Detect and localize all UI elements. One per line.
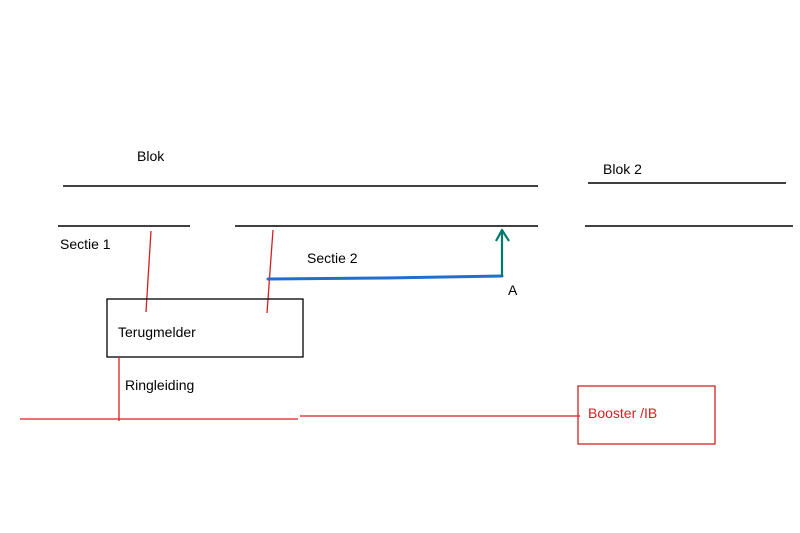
label-sectie1: Sectie 1 (60, 236, 111, 252)
sectie2-feedback-wire (266, 229, 274, 314)
label-sectie2: Sectie 2 (307, 250, 358, 266)
label-ringleiding: Ringleiding (125, 377, 194, 393)
arrow-head-icon (495, 228, 510, 242)
terugmelder-box (106, 298, 304, 358)
label-point-a: A (508, 282, 518, 298)
sectie2-highlight-line (266, 274, 504, 281)
sectie1-feedback-wire (145, 230, 152, 313)
label-blok2: Blok 2 (603, 161, 642, 177)
label-terugmelder: Terugmelder (118, 324, 196, 340)
booster-box (577, 385, 716, 445)
label-blok: Blok (137, 148, 165, 164)
label-booster: Booster /IB (588, 405, 657, 421)
